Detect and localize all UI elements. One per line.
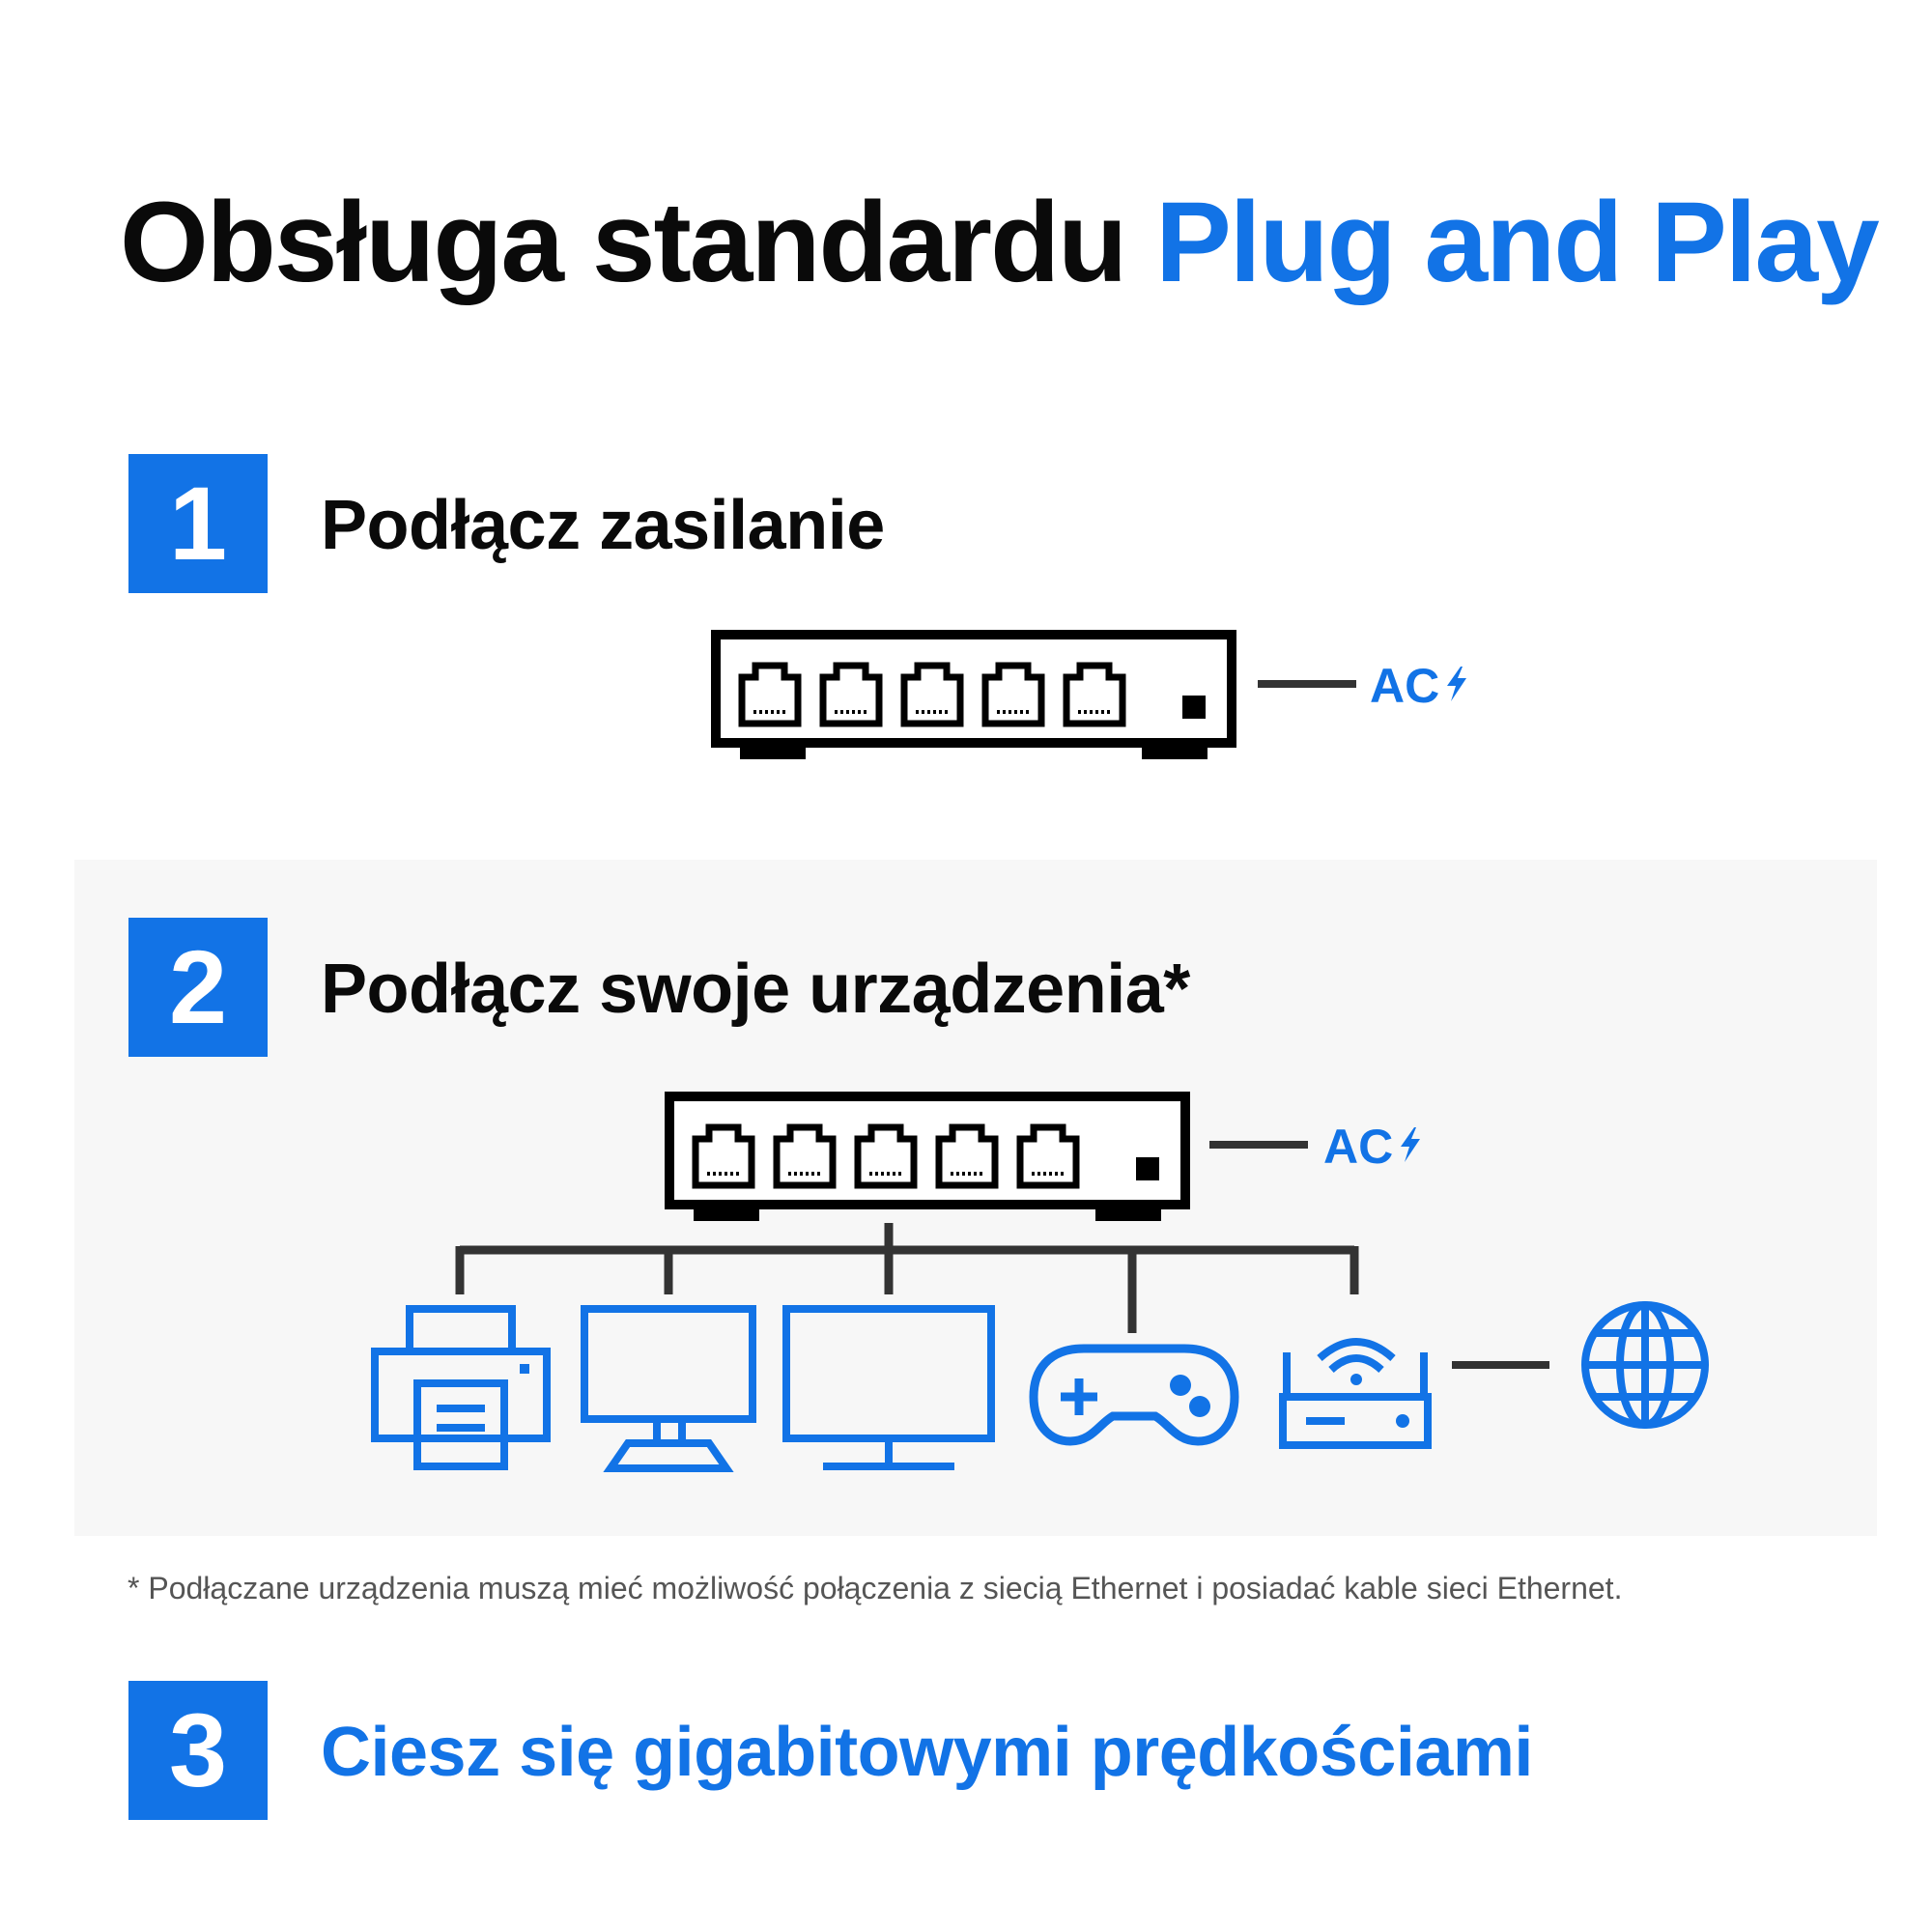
step-3-number: 3	[128, 1681, 268, 1820]
footnote: * Podłączane urządzenia muszą mieć możli…	[128, 1571, 1623, 1605]
gamepad-icon	[1029, 1344, 1239, 1446]
desktop-icon	[581, 1305, 756, 1472]
switch-icon	[716, 635, 1232, 759]
step-1-number: 1	[128, 454, 268, 593]
printer-icon	[371, 1305, 551, 1470]
power-bolt-icon	[1447, 667, 1466, 701]
connection-tree	[455, 1223, 1359, 1333]
power-label: AC	[1323, 1120, 1394, 1174]
step-3-title: Ciesz się gigabitowymi prędkościami	[321, 1714, 1533, 1791]
step-1-title: Podłącz zasilanie	[321, 487, 885, 564]
title-accent: Plug and Play	[1155, 179, 1880, 306]
router-icon	[1279, 1338, 1432, 1449]
power-label: AC	[1370, 659, 1440, 713]
step-2-title: Podłącz swoje urządzenia*	[321, 951, 1190, 1028]
page-title: Obsługa standardu Plug and Play	[120, 185, 1880, 299]
monitor-icon	[782, 1305, 995, 1470]
globe-icon	[1581, 1301, 1709, 1429]
switch-icon	[669, 1096, 1185, 1221]
title-main: Obsługa standardu	[120, 179, 1127, 306]
step-2-number: 2	[128, 918, 268, 1057]
power-bolt-icon	[1401, 1127, 1420, 1162]
